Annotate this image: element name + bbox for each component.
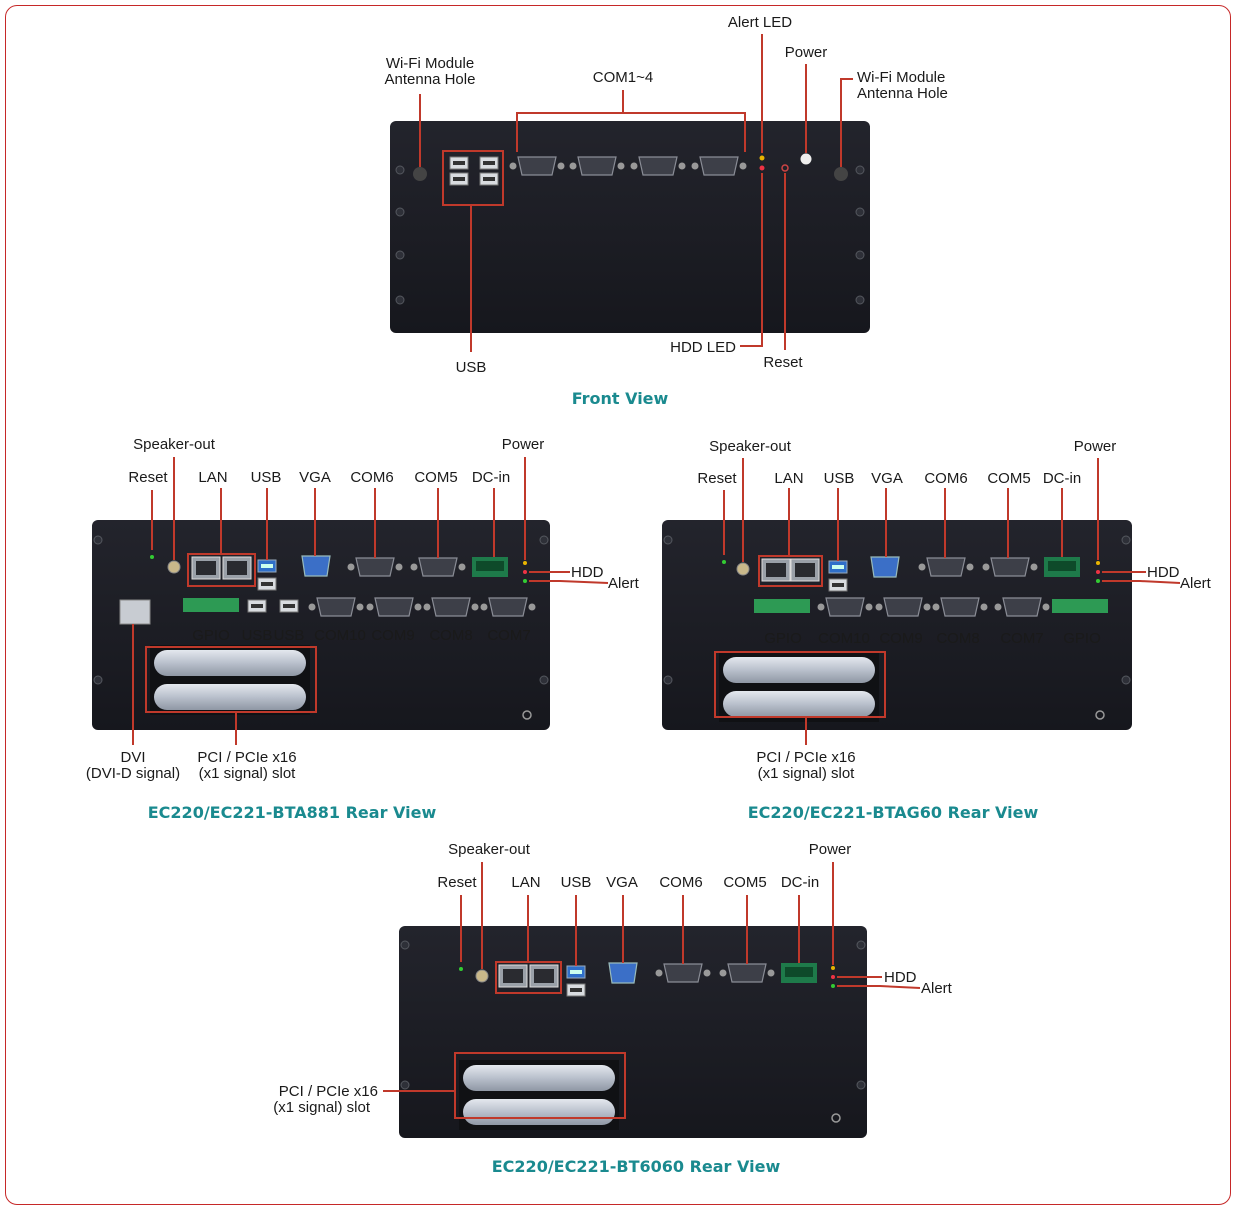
front-chassis bbox=[390, 121, 870, 333]
rear2-label-power: Power bbox=[1074, 438, 1117, 455]
rear2-reset-button[interactable] bbox=[722, 560, 726, 564]
rear1-label-usb-a: USB bbox=[242, 627, 273, 644]
rear3-speaker-jack bbox=[475, 969, 489, 983]
rear1-label-speaker: Speaker-out bbox=[133, 436, 216, 453]
rear1-label-dvi-1: DVI bbox=[120, 749, 145, 766]
wifi-antenna-right bbox=[834, 167, 848, 181]
rear3-label-speaker: Speaker-out bbox=[448, 841, 531, 858]
rear2-label-pci-1: PCI / PCIe x16 bbox=[756, 749, 855, 766]
rear1-label-dcin: DC-in bbox=[472, 469, 510, 486]
rear3-reset-button[interactable] bbox=[459, 967, 463, 971]
rear2-label-lan: LAN bbox=[774, 470, 803, 487]
rear1-dvi-port bbox=[119, 599, 151, 625]
label-wifi-right-2: Antenna Hole bbox=[857, 85, 948, 102]
rear3-label-reset: Reset bbox=[437, 874, 477, 891]
rear2-label-dcin: DC-in bbox=[1043, 470, 1081, 487]
alert-led bbox=[759, 155, 765, 161]
rear1-label-pci-2: (x1 signal) slot bbox=[199, 765, 297, 782]
rear1-label-com8: COM8 bbox=[429, 627, 472, 644]
label-wifi-left-2: Antenna Hole bbox=[385, 71, 476, 88]
rear-view-bta881: Speaker-out Reset LAN USB VGA COM6 COM5 … bbox=[86, 436, 640, 822]
rear1-label-com7: COM7 bbox=[487, 627, 530, 644]
rear1-label-usb: USB bbox=[251, 469, 282, 486]
rear1-label-com10: COM10 bbox=[314, 627, 366, 644]
rear1-label-com6: COM6 bbox=[350, 469, 393, 486]
rear1-label-pci-1: PCI / PCIe x16 bbox=[197, 749, 296, 766]
rear2-label-com6: COM6 bbox=[924, 470, 967, 487]
rear2-label-gpio-left: GPIO bbox=[764, 630, 802, 647]
rear1-label-lan: LAN bbox=[198, 469, 227, 486]
rear1-label-reset: Reset bbox=[128, 469, 168, 486]
rear1-label-vga: VGA bbox=[299, 469, 331, 486]
label-usb-front: USB bbox=[456, 359, 487, 376]
label-power-front: Power bbox=[785, 44, 828, 61]
rear1-label-hdd: HDD bbox=[571, 564, 604, 581]
rear3-label-dcin: DC-in bbox=[781, 874, 819, 891]
rear2-label-com7: COM7 bbox=[1000, 630, 1043, 647]
rear2-label-com5: COM5 bbox=[987, 470, 1030, 487]
front-view: Wi-Fi Module Antenna Hole COM1~4 Alert L… bbox=[385, 14, 948, 408]
rear3-label-com6: COM6 bbox=[659, 874, 702, 891]
rear3-label-hdd: HDD bbox=[884, 969, 917, 986]
rear1-reset-button[interactable] bbox=[150, 555, 154, 559]
caption-rear-bt6060: EC220/EC221-BT6060 Rear View bbox=[492, 1157, 781, 1176]
label-alert-led: Alert LED bbox=[728, 14, 792, 31]
rear1-label-alert: Alert bbox=[608, 575, 640, 592]
rear2-label-pci-2: (x1 signal) slot bbox=[758, 765, 856, 782]
label-wifi-right-1: Wi-Fi Module bbox=[857, 69, 945, 86]
rear-view-btag60: Speaker-out Reset LAN USB VGA COM6 COM5 … bbox=[662, 438, 1212, 822]
label-wifi-left-1: Wi-Fi Module bbox=[386, 55, 474, 72]
rear3-label-power: Power bbox=[809, 841, 852, 858]
rear2-label-alert: Alert bbox=[1180, 575, 1212, 592]
rear3-label-vga: VGA bbox=[606, 874, 638, 891]
wifi-antenna-left bbox=[413, 167, 427, 181]
rear1-label-com5: COM5 bbox=[414, 469, 457, 486]
hdd-led bbox=[759, 165, 765, 171]
reset-button[interactable] bbox=[781, 164, 789, 172]
rear1-label-power: Power bbox=[502, 436, 545, 453]
rear3-label-lan: LAN bbox=[511, 874, 540, 891]
label-reset-front: Reset bbox=[763, 354, 803, 371]
rear2-label-vga: VGA bbox=[871, 470, 903, 487]
rear2-label-usb: USB bbox=[824, 470, 855, 487]
rear3-label-pci-1: PCI / PCIe x16 bbox=[279, 1083, 378, 1100]
rear2-label-com9: COM9 bbox=[879, 630, 922, 647]
caption-rear-btag60: EC220/EC221-BTAG60 Rear View bbox=[748, 803, 1039, 822]
rear1-label-com9: COM9 bbox=[371, 627, 414, 644]
rear2-speaker-jack bbox=[736, 562, 750, 576]
rear3-label-usb: USB bbox=[561, 874, 592, 891]
label-com1-4: COM1~4 bbox=[593, 69, 653, 86]
rear3-label-com5: COM5 bbox=[723, 874, 766, 891]
label-hdd-led: HDD LED bbox=[670, 339, 736, 356]
rear1-label-usb-b: USB bbox=[274, 627, 305, 644]
rear2-label-com8: COM8 bbox=[936, 630, 979, 647]
rear2-label-speaker: Speaker-out bbox=[709, 438, 792, 455]
power-button[interactable] bbox=[800, 153, 812, 165]
rear2-label-hdd: HDD bbox=[1147, 564, 1180, 581]
rear1-label-dvi-2: (DVI-D signal) bbox=[86, 765, 180, 782]
caption-front-view: Front View bbox=[572, 389, 669, 408]
rear2-label-reset: Reset bbox=[697, 470, 737, 487]
rear1-label-gpio: GPIO bbox=[192, 627, 230, 644]
rear2-label-com10: COM10 bbox=[818, 630, 870, 647]
rear3-label-alert: Alert bbox=[921, 980, 953, 997]
rear3-label-pci-2: (x1 signal) slot bbox=[273, 1099, 371, 1116]
rear-view-bt6060: Speaker-out Reset LAN USB VGA COM6 COM5 … bbox=[273, 841, 952, 1176]
caption-rear-bta881: EC220/EC221-BTA881 Rear View bbox=[148, 803, 437, 822]
rear1-speaker-jack bbox=[167, 560, 181, 574]
rear2-label-gpio-right: GPIO bbox=[1063, 630, 1101, 647]
